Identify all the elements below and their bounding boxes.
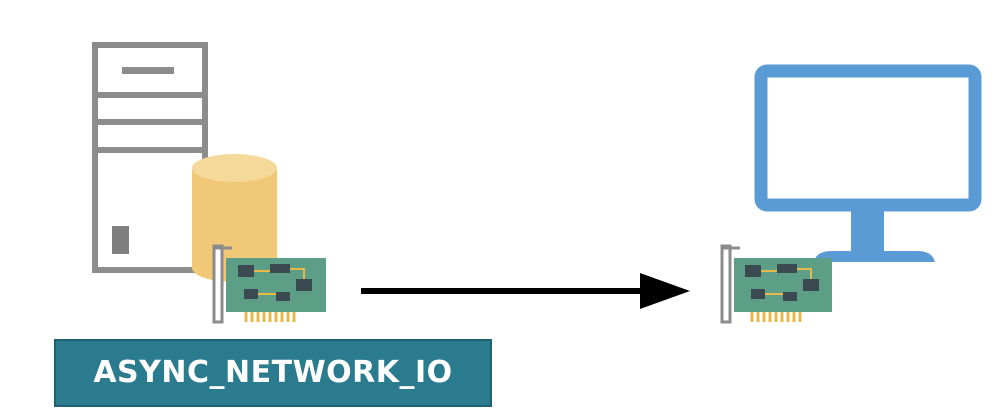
server-tower-icon	[92, 42, 208, 273]
client-nic-icon	[720, 244, 832, 324]
wait-type-label: ASYNC_NETWORK_IO	[54, 339, 492, 407]
monitor-icon	[754, 64, 982, 262]
arrow-right-icon	[361, 273, 690, 309]
server-nic-icon	[212, 244, 326, 324]
